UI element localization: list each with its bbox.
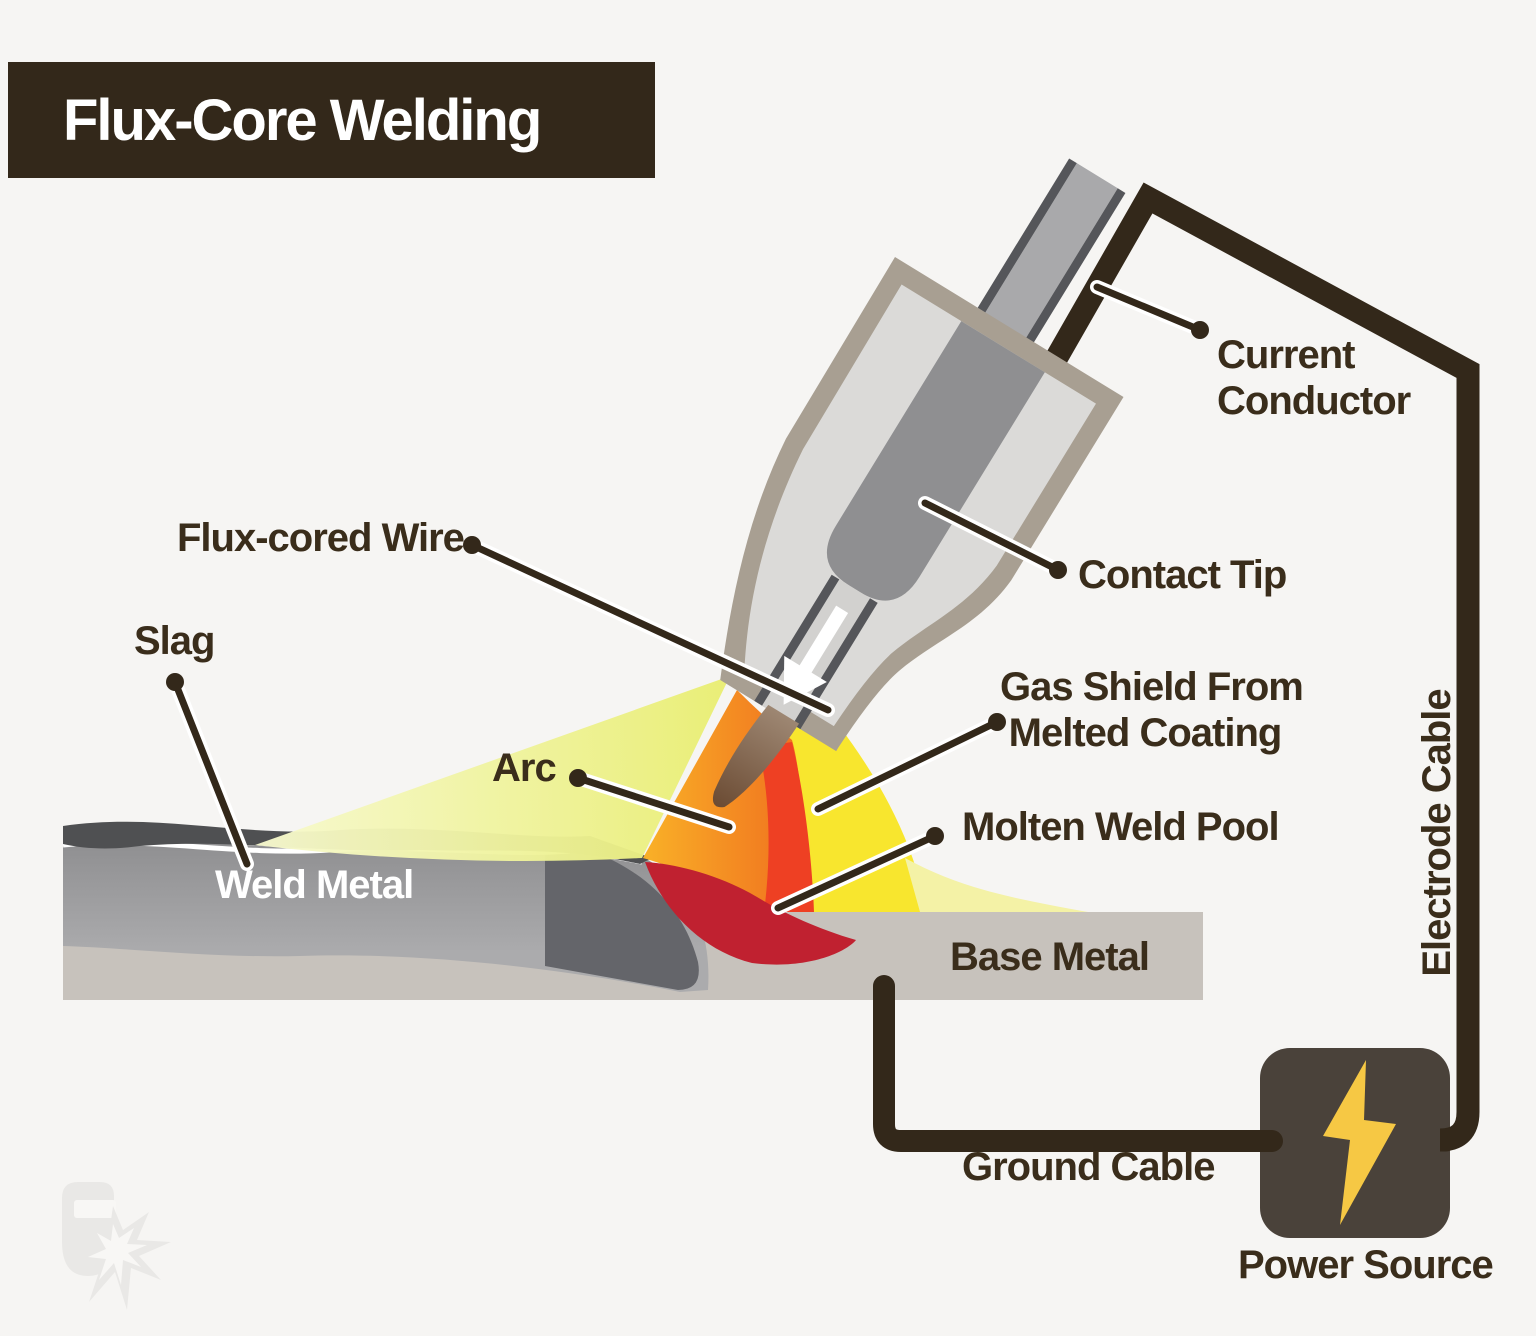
leader-lines	[166, 280, 1209, 915]
label-ground-cable: Ground Cable	[962, 1145, 1215, 1189]
gas-shield-tail-shape	[905, 858, 1088, 912]
label-gas-shield: Gas Shield From Melted Coating	[1000, 665, 1304, 755]
wire-tube	[972, 163, 1118, 359]
flux-cored-wire-shape	[712, 704, 800, 808]
label-electrode-cable: Electrode Cable	[1415, 689, 1459, 977]
contact-tip-shape	[827, 321, 1045, 601]
label-flux-cored-wire: Flux-cored Wire	[177, 516, 465, 560]
welding-helmet-spark-logo	[62, 1182, 171, 1310]
label-arc: Arc	[492, 746, 557, 790]
label-molten-weld-pool: Molten Weld Pool	[962, 805, 1280, 849]
molten-pool-shape	[645, 862, 856, 965]
label-contact-tip: Contact Tip	[1078, 553, 1287, 597]
label-base-metal: Base Metal	[950, 935, 1150, 979]
title-bar: Flux-Core Welding	[8, 62, 655, 178]
weld-seam-end-shape	[545, 838, 699, 990]
electrode-cable-line	[1013, 182, 1480, 1152]
arc-outer-red-shape	[759, 742, 814, 912]
page-title: Flux-Core Welding	[63, 87, 542, 153]
ground-cable-line	[873, 975, 1283, 1152]
label-current-conductor: Current Conductor	[1217, 333, 1411, 423]
lightning-icon	[1323, 1060, 1396, 1225]
label-slag: Slag	[134, 619, 215, 663]
gas-shield-fan-shape	[255, 676, 730, 862]
power-source-box	[1260, 1048, 1450, 1238]
label-power-source: Power Source	[1238, 1243, 1494, 1287]
label-weld-metal: Weld Metal	[215, 863, 414, 907]
